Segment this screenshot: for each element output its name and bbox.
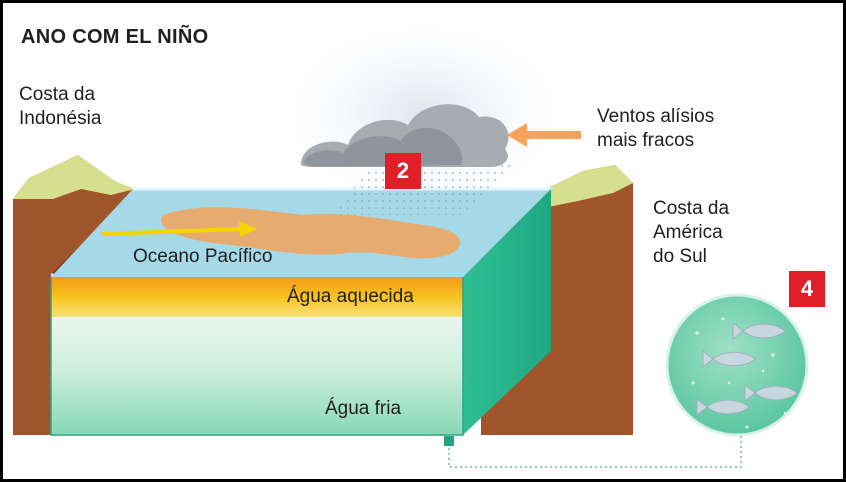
- step-2-badge: 2: [385, 153, 421, 189]
- el-nino-scene: [13, 3, 809, 468]
- warm-water-layer: [51, 277, 463, 317]
- fish-icon: [696, 321, 798, 417]
- cold-water-layer: [51, 317, 463, 435]
- trade-winds-arrow: [507, 123, 581, 147]
- pacific-ocean-label: Oceano Pacífico: [133, 246, 273, 267]
- warm-water-label: Água aquecida: [287, 286, 414, 307]
- step-4-badge: 4: [789, 271, 825, 307]
- ocean-side-face: [463, 189, 551, 435]
- trade-winds-label: Ventos alísios mais fracos: [597, 106, 715, 151]
- south-america-coast-label: Costa da América do Sul: [653, 198, 730, 267]
- page-title: ANO COM EL NIÑO: [21, 26, 209, 48]
- current-arrow: [101, 221, 257, 237]
- warm-surface-area: [161, 207, 461, 259]
- fish-inset: [665, 293, 809, 437]
- cold-water-label: Água fria: [325, 398, 402, 419]
- inset-connector: [448, 435, 742, 468]
- indonesia-coast-label: Costa da Indonésia: [19, 84, 102, 129]
- rain-cloud: [300, 104, 509, 167]
- connector-marker: [444, 436, 454, 446]
- rain: [333, 161, 515, 215]
